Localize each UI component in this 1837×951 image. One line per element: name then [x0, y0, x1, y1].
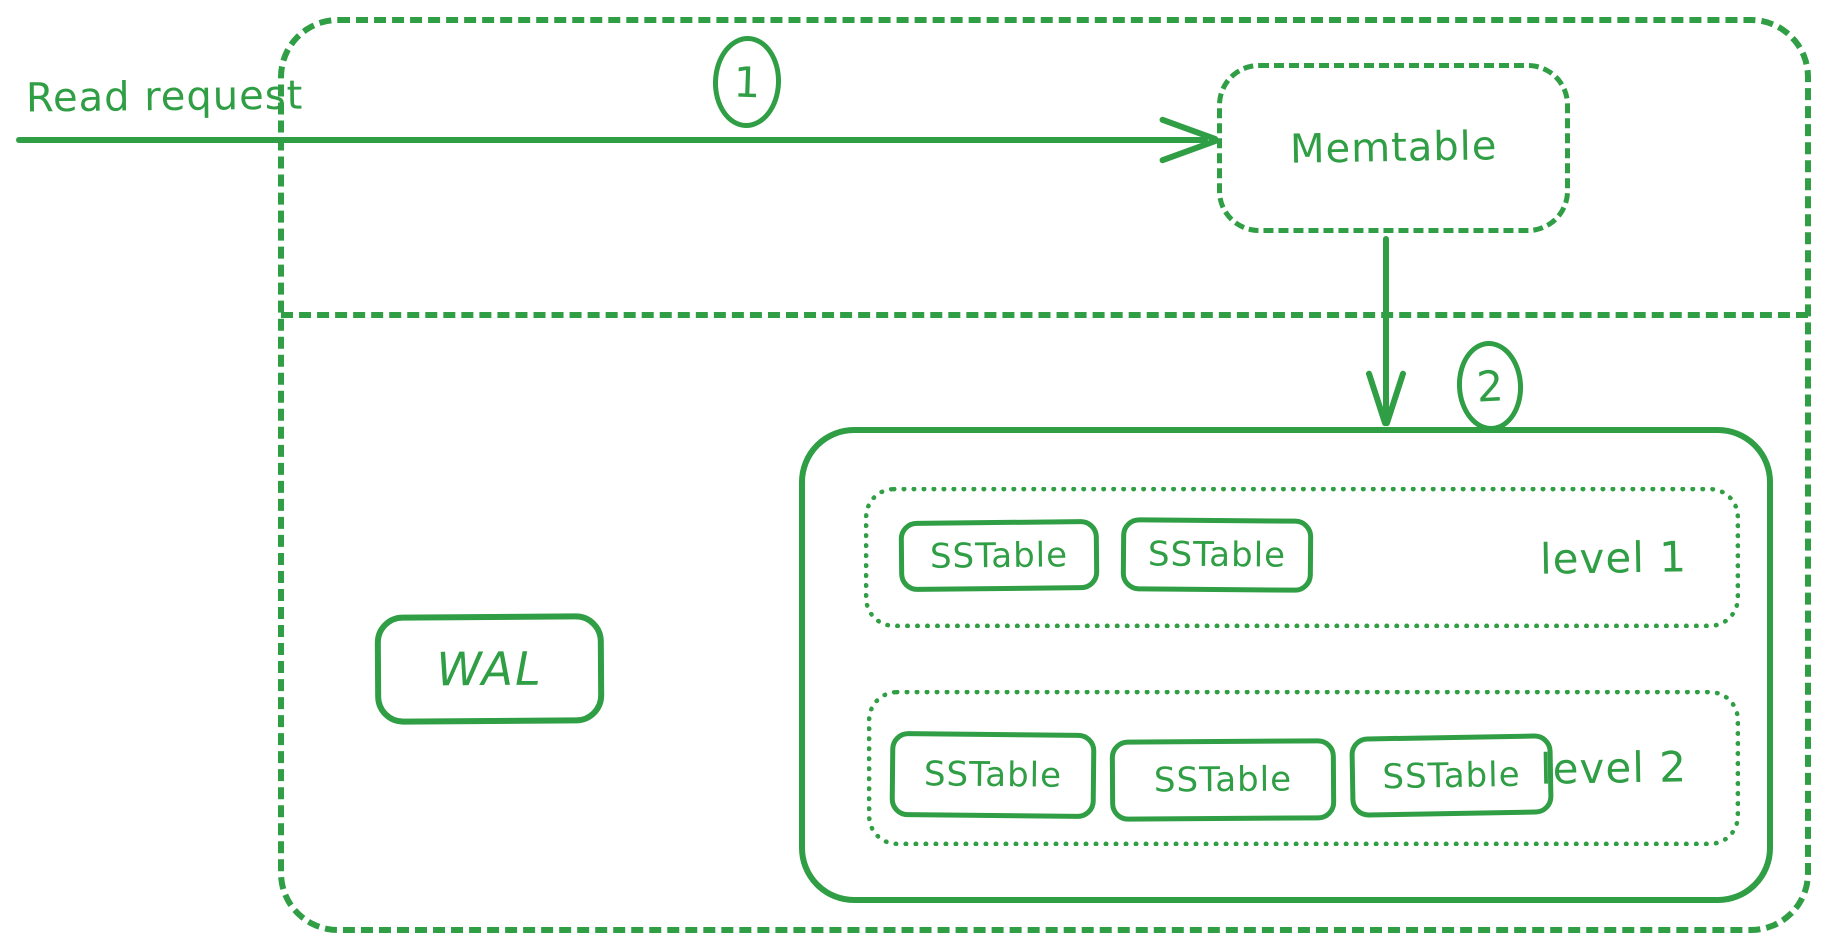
read-request-arrow	[16, 137, 1208, 143]
sstable-node: SSTable	[1109, 738, 1337, 822]
sstable-node: SSTable	[889, 730, 1097, 820]
sstable-node: SSTable	[1120, 517, 1314, 593]
memtable-node: Memtable	[1217, 63, 1570, 233]
flush-arrow	[1383, 236, 1389, 418]
memtable-label: Memtable	[1289, 123, 1498, 173]
sstable-node: SSTable	[898, 518, 1100, 593]
level-2-label: level 2	[1539, 742, 1688, 794]
read-request-label: Read request	[25, 72, 304, 122]
system-boundary-box	[278, 17, 1811, 933]
sstable-store-box	[799, 427, 1773, 903]
step-2-number: 2	[1475, 360, 1505, 412]
wal-label: WAL	[436, 641, 543, 697]
level-2-group: SSTable SSTable SSTable level 2	[867, 690, 1740, 846]
wal-node: WAL	[374, 613, 605, 725]
memory-disk-divider-line	[281, 312, 1808, 318]
level-1-group: SSTable SSTable level 1	[864, 487, 1740, 628]
level-1-label: level 1	[1539, 531, 1688, 584]
step-1-number: 1	[732, 57, 762, 107]
sstable-node: SSTable	[1349, 733, 1554, 818]
